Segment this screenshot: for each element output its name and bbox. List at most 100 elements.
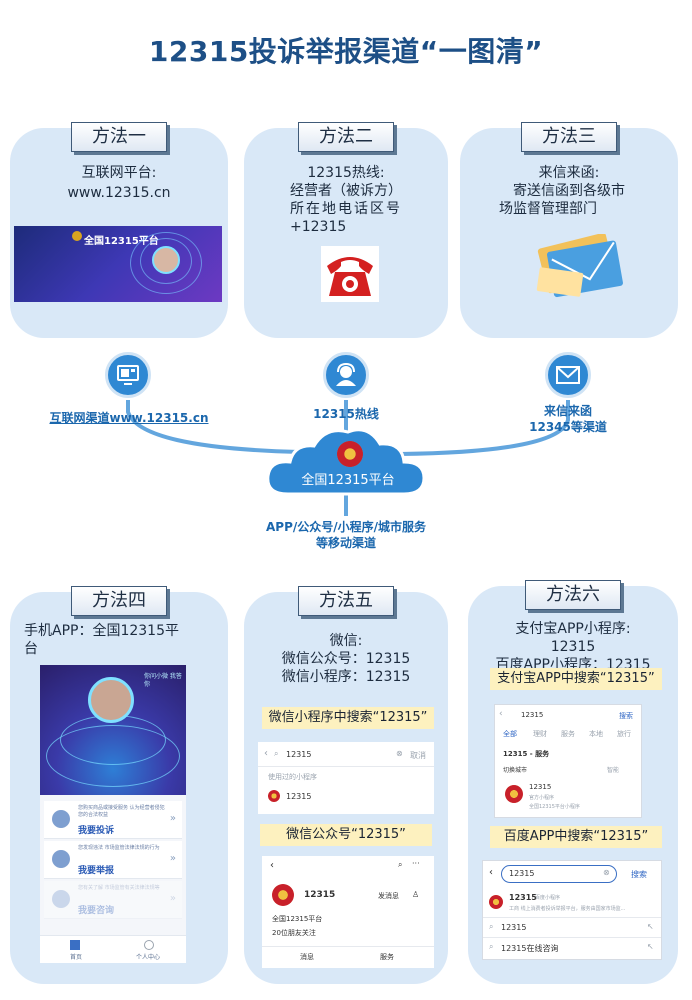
method-5-line-3: 微信小程序：12315 xyxy=(281,669,411,685)
search-box[interactable] xyxy=(501,865,617,883)
app-screenshot: 你问小微 我答你 您购买商品或接受服务 认为经营者侵犯您的合法权益 我要投诉 »… xyxy=(40,665,186,963)
back-icon[interactable]: ‹ xyxy=(489,867,493,878)
user-icon[interactable]: ♙ xyxy=(412,890,420,899)
arrow-upleft-icon[interactable]: ↖ xyxy=(647,942,654,951)
method-tag-3: 方法三 xyxy=(521,122,617,152)
mobile-channel-label-1: APP/公众号/小程序/城市服务 xyxy=(265,520,427,534)
baidu-screen: ‹ 12315 ⊗ 搜索 12315 百度小程序 工商 线上消费者投诉举报平台，… xyxy=(482,860,662,960)
result-sub: 官方小程序 xyxy=(529,795,555,801)
emblem-icon xyxy=(489,895,503,909)
tab-local[interactable]: 本地 xyxy=(589,730,603,738)
method-tag-1: 方法一 xyxy=(71,122,167,152)
app-complaint-row[interactable]: 您购买商品或接受服务 认为经营者侵犯您的合法权益 我要投诉 » xyxy=(44,801,182,839)
suggestion-2[interactable]: 12315在线咨询 xyxy=(501,944,559,953)
result-desc: 工商 线上消费者投诉举报平台，服务由国家市场监... xyxy=(509,906,626,912)
agent-avatar xyxy=(152,246,180,274)
app-report-row[interactable]: 您发现违法 市场监管法律法规的行为 我要举报 » xyxy=(44,841,182,879)
chevron-right-icon: » xyxy=(169,813,176,824)
search-icon: ⌕ xyxy=(274,749,279,758)
suggestion-1[interactable]: 12315 xyxy=(501,923,527,932)
back-icon[interactable]: ‹ xyxy=(499,709,503,719)
divider xyxy=(262,946,434,947)
wechat-mini-label: 微信小程序中搜索“12315” xyxy=(262,707,434,729)
tab-profile[interactable]: 个人中心 xyxy=(136,954,161,961)
search-input[interactable]: 12315 xyxy=(509,869,535,878)
section-title: 12315 - 服务 xyxy=(503,750,550,758)
ring-decor xyxy=(130,232,202,294)
sort-option[interactable]: 智能 xyxy=(607,767,620,774)
clear-icon[interactable]: ⊗ xyxy=(603,868,610,877)
back-icon[interactable]: ‹ xyxy=(264,748,268,759)
result-title[interactable]: 12315 xyxy=(509,893,537,902)
tab-messages[interactable]: 消息 xyxy=(300,953,314,961)
tab-all[interactable]: 全部 xyxy=(503,730,517,738)
row-desc: 您有关了解 市场监管有关法律法规等 xyxy=(78,885,160,891)
mini-result[interactable]: 12315 xyxy=(286,792,312,801)
search-input[interactable]: 12315 xyxy=(286,750,312,759)
city-switch[interactable]: 切换城市 xyxy=(503,767,528,774)
app-hero-banner: 你问小微 我答你 xyxy=(40,665,186,795)
row-desc: 您发现违法 市场监管法律法规的行为 xyxy=(78,845,160,851)
account-avatar xyxy=(272,884,294,906)
officer-icon xyxy=(52,850,70,868)
letter-channel-icon xyxy=(545,352,591,398)
method-card-3: 方法三 来信来函: 寄送信函到各级市 场监督管理部门 xyxy=(460,122,678,338)
method-4-line-2: 台 xyxy=(24,641,38,657)
method-1-line-2: www.12315.cn xyxy=(67,185,171,201)
method-tag-4: 方法四 xyxy=(71,586,167,616)
arrow-upleft-icon[interactable]: ↖ xyxy=(647,922,654,931)
back-icon[interactable]: ‹ xyxy=(270,860,274,871)
search-button[interactable]: 搜索 xyxy=(619,712,633,720)
wechat-official-screen: ‹ ⌕ ··· 12315 发消息 ♙ 全国12315平台 20位朋友关注 消息… xyxy=(262,856,434,968)
tab-services[interactable]: 服务 xyxy=(380,953,394,961)
home-icon[interactable] xyxy=(70,940,80,950)
letter-channel-label-2: 12345等渠道 xyxy=(529,420,607,434)
method-tag-2: 方法二 xyxy=(298,122,394,152)
row-title: 我要投诉 xyxy=(78,826,115,836)
method-2-line-3: 所在地电话区号 xyxy=(290,201,402,217)
baidu-label: 百度APP中搜索“12315” xyxy=(490,826,662,848)
national-emblem-icon xyxy=(337,441,363,467)
method-3-line-2: 寄送信函到各级市 xyxy=(513,183,625,199)
search-icon: ⌕ xyxy=(489,942,494,951)
recent-label: 使用过的小程序 xyxy=(268,773,317,781)
emblem-icon xyxy=(268,790,280,802)
hotline-channel-icon xyxy=(323,352,369,398)
telephone-icon xyxy=(321,246,379,302)
method-1-line-1: 互联网平台: xyxy=(81,165,157,181)
cancel-button[interactable]: 取消 xyxy=(410,751,426,760)
user-icon xyxy=(52,810,70,828)
send-message-button[interactable]: 发消息 xyxy=(378,892,399,900)
method-2-line-2: 经营者（被诉方） xyxy=(290,183,402,199)
alipay-screen: ‹ 12315 搜索 全部 理财 服务 本地 旅行 12315 - 服务 切换城… xyxy=(494,704,642,818)
method-3-line-3: 场监督管理部门 xyxy=(499,201,597,217)
tab-travel[interactable]: 旅行 xyxy=(617,730,631,738)
app-tabbar: 首页 个人中心 xyxy=(40,935,186,963)
profile-icon[interactable] xyxy=(144,940,154,950)
account-desc: 全国12315平台 xyxy=(272,915,323,923)
wechat-official-label: 微信公众号“12315” xyxy=(260,824,432,846)
search-icon: ⌕ xyxy=(489,922,494,931)
method-tag-5: 方法五 xyxy=(298,586,394,616)
tab-finance[interactable]: 理财 xyxy=(533,730,547,738)
tab-home[interactable]: 首页 xyxy=(70,954,83,961)
clear-icon[interactable]: ⊗ xyxy=(396,749,403,758)
result-title[interactable]: 12315 xyxy=(529,783,552,791)
chat-icon xyxy=(52,890,70,908)
tab-service[interactable]: 服务 xyxy=(561,730,575,738)
method-tag-6: 方法六 xyxy=(525,580,621,610)
result-desc: 全国12315平台小程序 xyxy=(529,804,580,810)
account-name: 12315 xyxy=(304,890,336,900)
method-6-line-2: 12315 xyxy=(550,639,596,655)
platform-cloud-label: 全国12315平台 xyxy=(301,473,395,488)
more-icon[interactable]: ··· xyxy=(412,859,420,868)
method-4-line-1: 手机APP：全国12315平 xyxy=(24,623,179,639)
search-icon[interactable]: ⌕ xyxy=(398,860,403,869)
search-input[interactable]: 12315 xyxy=(521,711,544,719)
chevron-right-icon: » xyxy=(169,853,176,864)
method-2-line-1: 12315热线: xyxy=(307,165,385,181)
row-title: 我要举报 xyxy=(78,866,115,876)
banner-title: 全国12315平台 xyxy=(84,236,159,247)
search-button[interactable]: 搜索 xyxy=(631,870,647,879)
app-consult-row[interactable]: 您有关了解 市场监管有关法律法规等 我要咨询 » xyxy=(44,881,182,919)
